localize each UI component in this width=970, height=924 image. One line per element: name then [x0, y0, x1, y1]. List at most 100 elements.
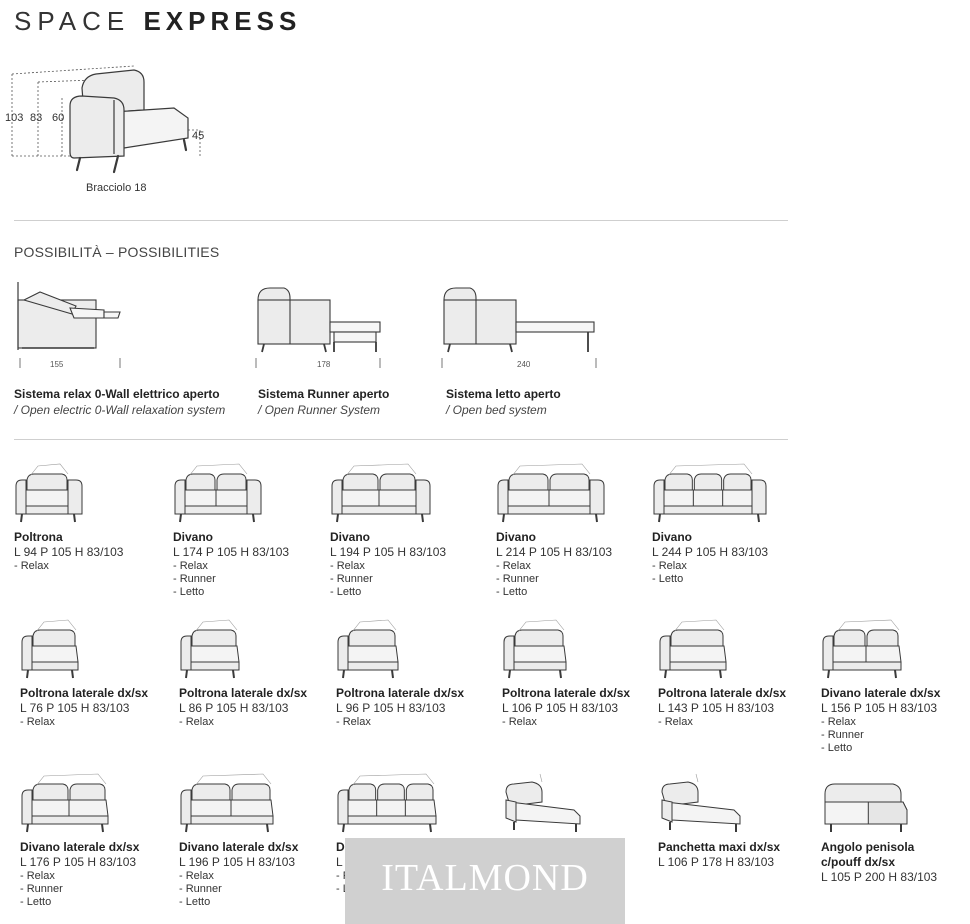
bed-measure: 240: [517, 360, 531, 369]
runner-system-subtitle: / Open Runner System: [258, 403, 381, 417]
model-dimensions: L 174 P 105 H 83/103: [173, 545, 290, 559]
model-option: - Relax: [502, 716, 537, 728]
height-label-83: 83: [30, 112, 43, 124]
height-label-60: 60: [52, 112, 65, 124]
possibilities-heading: POSSIBILITÀ – POSSIBILITIES: [14, 244, 220, 260]
model-name: Poltrona laterale dx/sx: [20, 686, 149, 700]
runner-measure: 178: [317, 360, 331, 369]
divider: [14, 439, 788, 440]
seat-height-label: 45: [192, 130, 205, 142]
sofa-illustration: [822, 619, 902, 679]
model-name: Poltrona laterale dx/sx: [658, 686, 787, 700]
sofa-illustration: [659, 619, 727, 679]
model-option: - Letto: [330, 586, 362, 598]
runner-system-drawing: [255, 287, 381, 368]
armrest-label: Bracciolo 18: [86, 182, 147, 194]
model-option: - Letto: [496, 586, 528, 598]
sofa-illustration: [180, 773, 274, 833]
sofa-illustration: [503, 619, 567, 679]
model-option: - Relax: [179, 716, 214, 728]
model-name: Divano laterale dx/sx: [20, 840, 140, 854]
model-dimensions: L 86 P 105 H 83/103: [179, 701, 289, 715]
watermark-box: [345, 838, 625, 924]
model-dimensions: L 105 P 200 H 83/103: [821, 870, 938, 884]
relax-system-title: Sistema relax 0-Wall elettrico aperto: [14, 387, 220, 401]
model-name: Divano: [652, 530, 693, 544]
model-option: - Relax: [658, 716, 693, 728]
sofa-illustration: [331, 463, 431, 523]
relax-system-subtitle: / Open electric 0-Wall relaxation system: [14, 403, 226, 417]
model-dimensions: L 196 P 105 H 83/103: [179, 855, 296, 869]
model-dimensions: L 176 P 105 H 83/103: [20, 855, 137, 869]
model-option: - Runner: [20, 883, 63, 895]
model-option: - Letto: [179, 896, 211, 908]
model-dimensions: L 96 P 105 H 83/103: [336, 701, 446, 715]
bed-system-subtitle: / Open bed system: [446, 403, 547, 417]
model-name: Panchetta maxi dx/sx: [658, 840, 781, 854]
dimension-drawing: [11, 65, 201, 174]
model-name: Poltrona: [14, 530, 63, 544]
sofa-illustration: [661, 773, 741, 832]
sofa-illustration: [21, 619, 79, 679]
sofa-illustration: [505, 773, 581, 832]
watermark-logo: ITALMOND: [381, 857, 589, 899]
model-option: - Relax: [330, 560, 365, 572]
title-light: SPACE: [14, 6, 131, 36]
model-option: - Relax: [496, 560, 531, 572]
model-name: Divano laterale dx/sx: [821, 686, 941, 700]
sofa-illustration: [337, 619, 399, 679]
model-dimensions: L 143 P 105 H 83/103: [658, 701, 775, 715]
model-option: - Letto: [821, 742, 853, 754]
model-option: - Relax: [821, 716, 856, 728]
model-name: Divano: [330, 530, 371, 544]
model-option: - Relax: [336, 716, 371, 728]
model-dimensions: L 76 P 105 H 83/103: [20, 701, 130, 715]
model-dimensions: L 194 P 105 H 83/103: [330, 545, 447, 559]
model-name: Poltrona laterale dx/sx: [179, 686, 308, 700]
model-name: Poltrona laterale dx/sx: [502, 686, 631, 700]
model-option: - Relax: [173, 560, 208, 572]
sofa-illustration: [15, 463, 83, 523]
height-label-103: 103: [5, 112, 24, 124]
model-dimensions: L 156 P 105 H 83/103: [821, 701, 938, 715]
model-name: Angolo penisola c/pouff dx/sx: [821, 840, 915, 869]
model-name: Divano: [173, 530, 214, 544]
sofa-illustration: [497, 463, 605, 523]
model-option: - Relax: [652, 560, 687, 572]
model-option: - Runner: [179, 883, 222, 895]
page-title: SPACE EXPRESS: [14, 6, 301, 37]
relax-measure: 155: [50, 360, 64, 369]
model-dimensions: L 106 P 105 H 83/103: [502, 701, 619, 715]
sofa-illustration: [180, 619, 240, 679]
bed-system-drawing: [441, 287, 597, 368]
model-option: - Runner: [173, 573, 216, 585]
relax-system-drawing: [17, 282, 121, 368]
model-option: - Runner: [330, 573, 373, 585]
model-option: - Relax: [179, 870, 214, 882]
divider: [14, 220, 788, 221]
model-option: - Letto: [173, 586, 205, 598]
model-option: - Relax: [20, 716, 55, 728]
model-option: - Runner: [821, 729, 864, 741]
model-option: - Relax: [14, 560, 49, 572]
sofa-illustration: [337, 773, 437, 833]
model-option: - Runner: [496, 573, 539, 585]
title-bold: EXPRESS: [143, 6, 302, 36]
runner-system-title: Sistema Runner aperto: [258, 387, 390, 401]
model-option: - Letto: [20, 896, 52, 908]
model-option: - Relax: [20, 870, 55, 882]
sofa-illustration: [21, 773, 109, 833]
model-name: Poltrona laterale dx/sx: [336, 686, 465, 700]
